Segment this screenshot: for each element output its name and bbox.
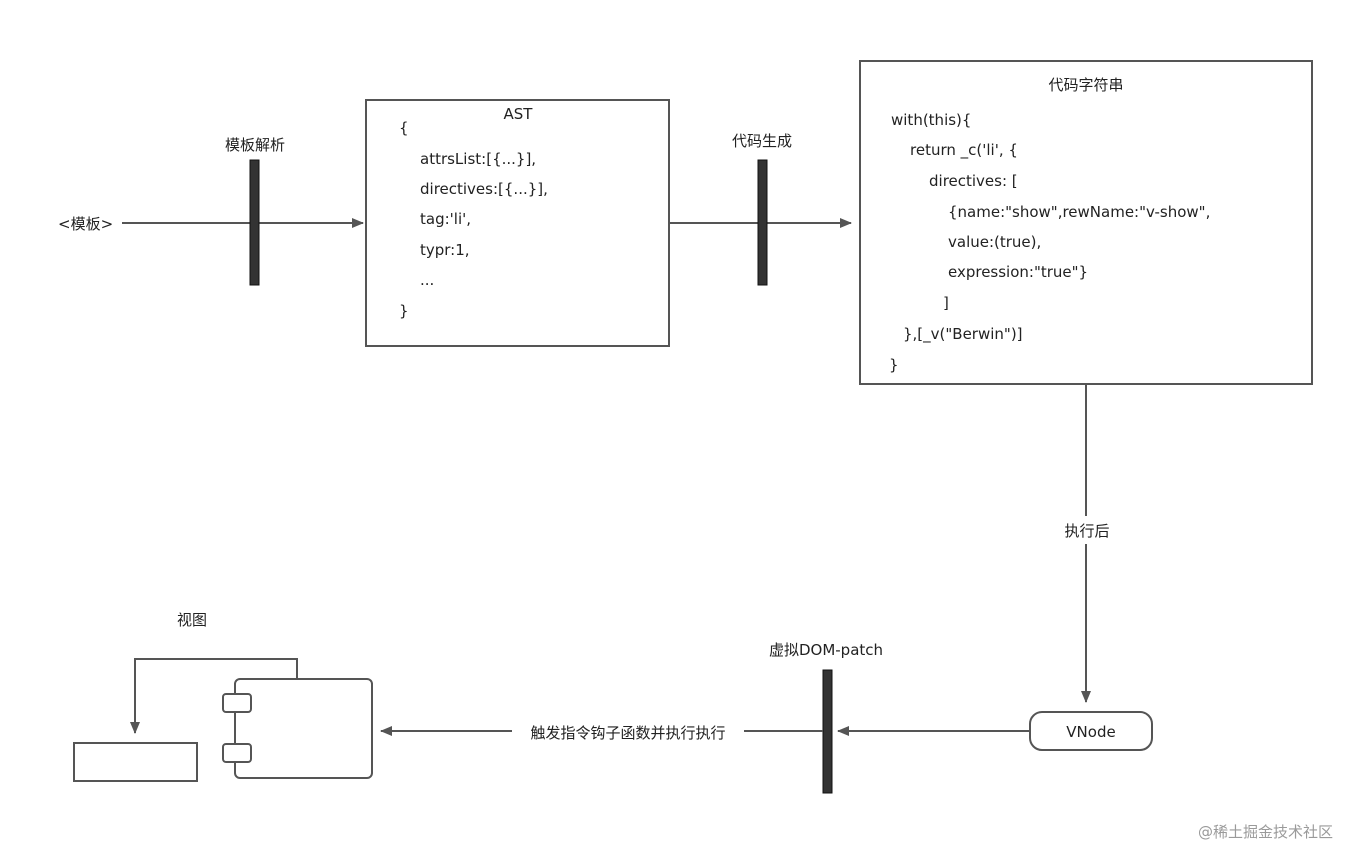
- ast-line: ...: [420, 271, 434, 289]
- vnode-label: VNode: [1066, 723, 1115, 741]
- component-port-bottom: [222, 743, 252, 763]
- code-string-title: 代码字符串: [1048, 76, 1123, 94]
- code-line: directives: [: [929, 172, 1018, 190]
- vdom-patch-label: 虚拟DOM-patch: [769, 641, 883, 659]
- component-box: [234, 678, 373, 779]
- code-line: ]: [943, 294, 949, 312]
- template-parse-bar: [249, 159, 260, 286]
- component-to-rect-arrow: [130, 658, 298, 734]
- code-gen-bar: [757, 159, 768, 286]
- code-line: with(this){: [891, 111, 971, 129]
- ast-title: AST: [504, 105, 534, 123]
- template-label: <模板>: [58, 215, 113, 233]
- ast-line: attrsList:[{...}],: [420, 150, 536, 168]
- vdom-patch-bar: [822, 669, 833, 794]
- view-label: 视图: [177, 611, 207, 629]
- code-line: }: [889, 356, 899, 374]
- after-exec-label-bg: [1056, 516, 1118, 544]
- component-port-top: [222, 693, 252, 713]
- code-line: return _c('li', {: [910, 141, 1018, 160]
- template-parse-label: 模板解析: [225, 136, 285, 154]
- ast-line: typr:1,: [420, 241, 470, 259]
- trigger-label: 触发指令钩子函数并执行执行: [530, 724, 725, 742]
- after-exec-label: 执行后: [1064, 522, 1109, 540]
- ast-line: directives:[{...}],: [420, 180, 548, 198]
- ast-box: [365, 99, 670, 347]
- ast-line: }: [399, 302, 409, 320]
- ast-line: {: [399, 119, 409, 137]
- view-rect: [73, 742, 198, 782]
- code-line: {name:"show",rewName:"v-show",: [948, 203, 1210, 221]
- watermark: @稀土掘金技术社区: [1198, 823, 1333, 841]
- code-line: expression:"true"}: [948, 263, 1088, 281]
- code-string-box: [859, 60, 1313, 385]
- code-line: },[_v("Berwin")]: [903, 325, 1023, 344]
- code-gen-label: 代码生成: [732, 132, 792, 150]
- code-line: value:(true),: [948, 233, 1041, 251]
- ast-line: tag:'li',: [420, 210, 471, 228]
- trigger-label-bg: [512, 720, 744, 744]
